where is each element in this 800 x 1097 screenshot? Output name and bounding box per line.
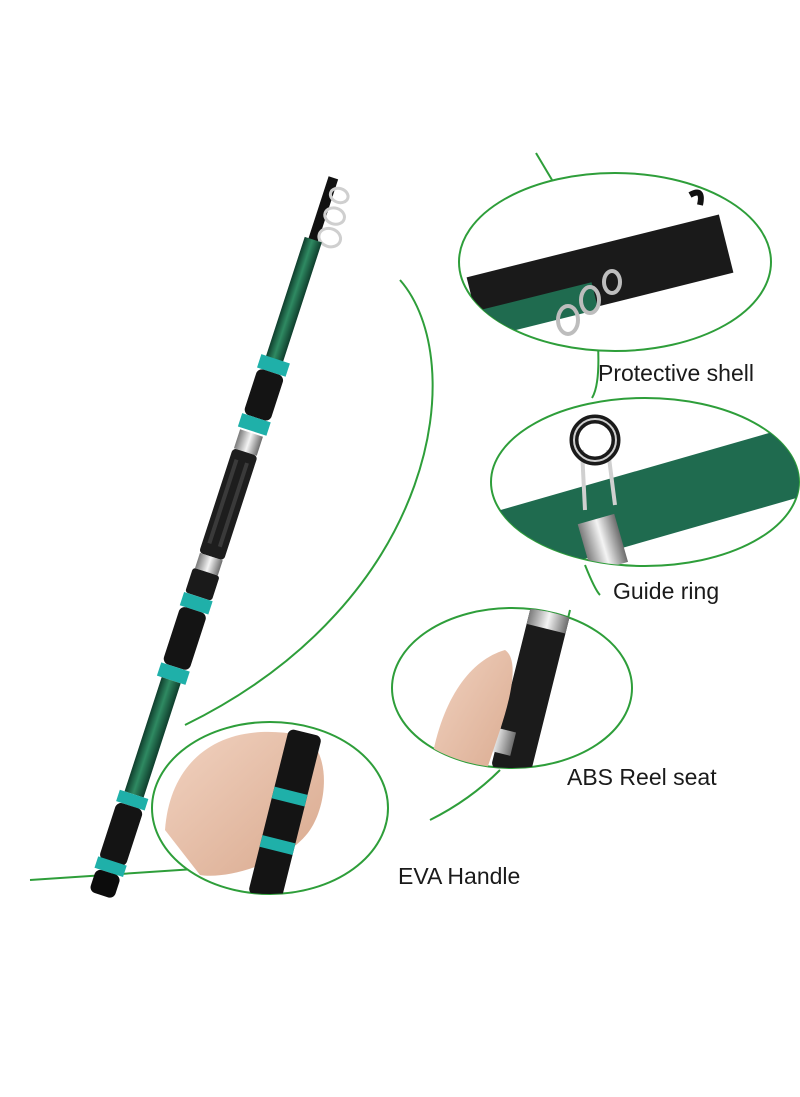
label-reel-seat: ABS Reel seat (567, 764, 717, 790)
label-eva-handle: EVA Handle (398, 863, 521, 889)
callout-reel-seat (391, 607, 633, 769)
butt-cap (90, 869, 120, 898)
reel-seat (200, 449, 257, 560)
callout-guide-ring (490, 397, 800, 567)
label-protective-shell: Protective shell (598, 360, 754, 386)
callout-eva-handle (151, 721, 389, 895)
label-guide-ring: Guide ring (613, 578, 720, 604)
rod-tip-guides (317, 186, 350, 249)
callout-protective-shell (458, 172, 772, 352)
teal-ring (257, 354, 290, 377)
foam-grip (244, 369, 284, 421)
telescopic-rod (90, 176, 350, 898)
teal-ring (237, 413, 271, 436)
hand (430, 650, 513, 768)
